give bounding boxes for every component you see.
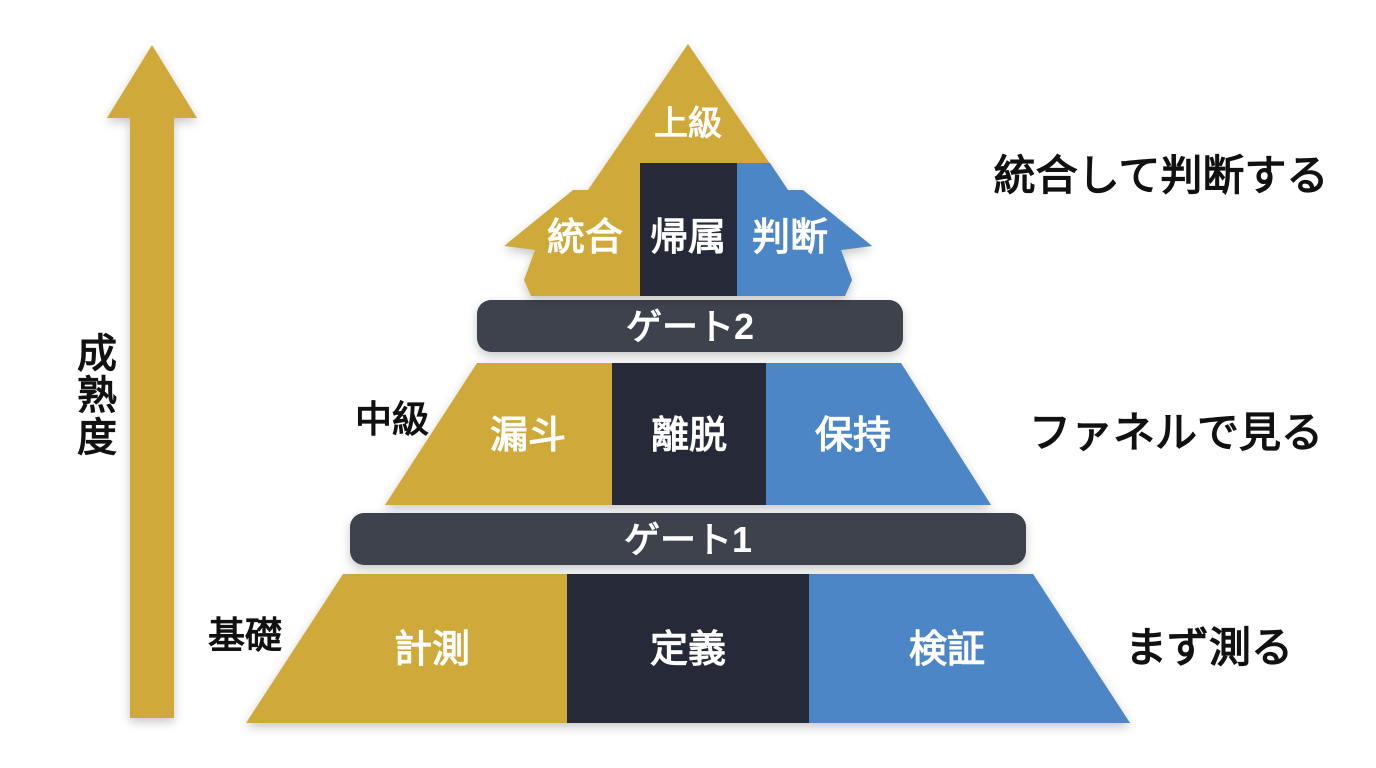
annotation-basic: まず測る — [1125, 624, 1293, 671]
tier-advanced-blue-segment — [737, 163, 872, 296]
tier-advanced-name-label: 上級 — [654, 105, 722, 143]
tier-intermediate-gold-label: 漏斗 — [490, 415, 566, 457]
gate1-bar — [350, 513, 1026, 565]
maturity-axis-label: 成熟度 — [71, 332, 115, 458]
annotation-advanced: 統合して判断する — [994, 152, 1329, 199]
gate1-label: ゲート1 — [624, 519, 752, 560]
tier-intermediate-blue-label: 保持 — [815, 415, 891, 457]
tier-advanced-dark-label: 帰属 — [650, 217, 726, 259]
tier-basic-blue-label: 検証 — [909, 629, 985, 671]
tier-intermediate-dark-label: 離脱 — [651, 415, 727, 457]
tier-intermediate-blue-segment — [766, 363, 991, 505]
tier-basic-gold-label: 計測 — [394, 629, 470, 671]
gate2-bar — [477, 300, 903, 352]
annotation-intermediate: ファネルで見る — [1029, 409, 1323, 456]
tier-advanced-gold-label: 統合 — [547, 217, 623, 259]
tier-intermediate — [385, 363, 991, 505]
maturity-arrow-icon — [107, 45, 197, 718]
tier-basic-side-label: 基礎 — [208, 615, 282, 656]
tier-advanced-dark-segment — [640, 163, 737, 296]
tier-advanced-blue-label: 判断 — [752, 217, 828, 259]
tier-advanced — [504, 44, 872, 296]
tier-basic — [246, 574, 1130, 723]
tier-basic-dark-segment — [567, 574, 809, 723]
tier-basic-blue-segment — [809, 574, 1130, 723]
tier-intermediate-side-label: 中級 — [355, 399, 429, 440]
tier-basic-dark-label: 定義 — [650, 629, 726, 671]
gate2-label: ゲート2 — [626, 306, 754, 347]
tier-intermediate-dark-segment — [612, 363, 766, 505]
